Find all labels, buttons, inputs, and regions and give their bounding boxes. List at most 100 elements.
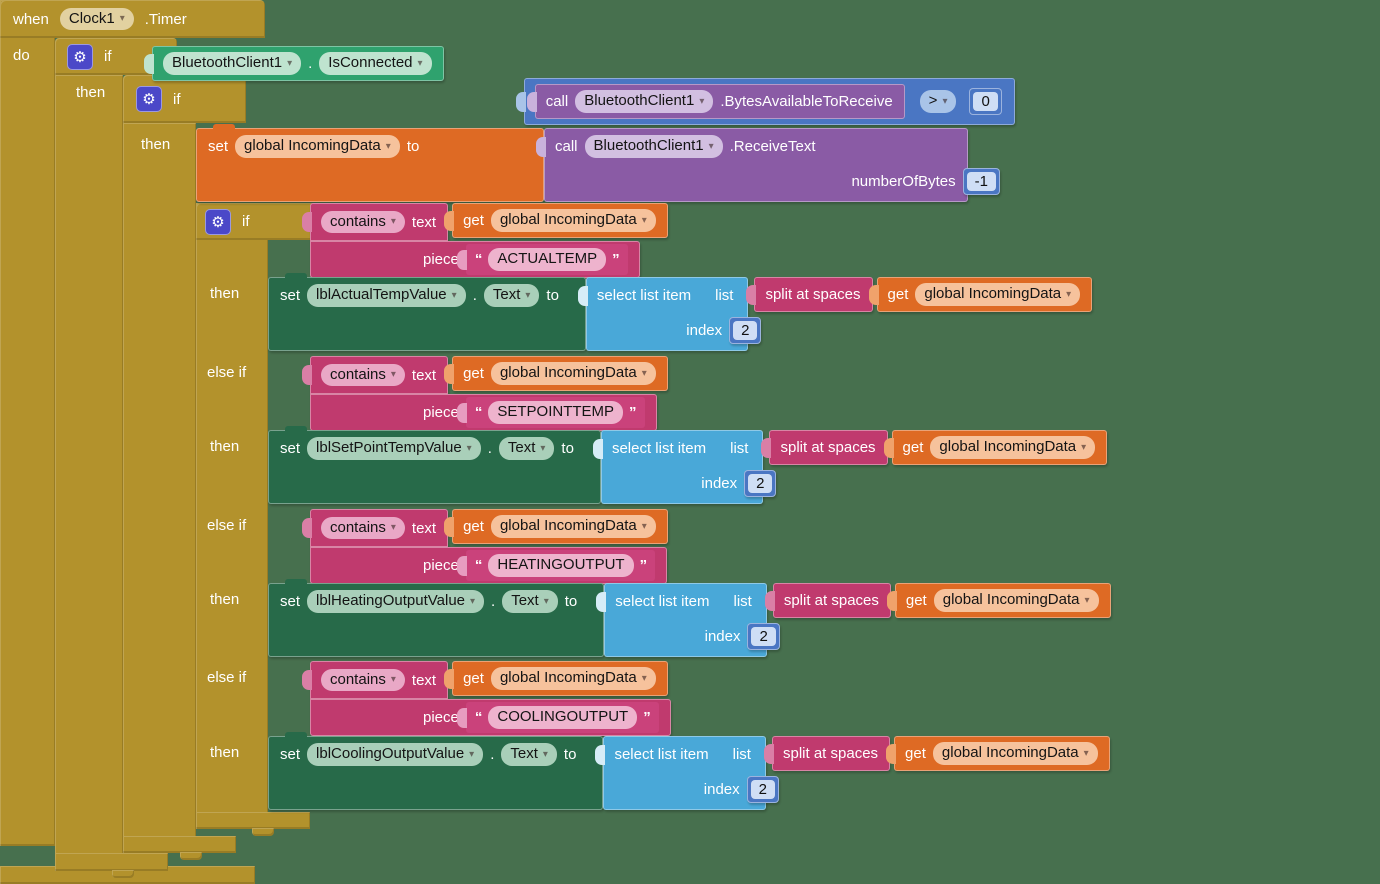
index-number-block[interactable]: 2 — [729, 317, 762, 344]
select-list-item-block[interactable]: select list item list index 2 — [577, 277, 762, 351]
string-value[interactable]: ACTUALTEMP — [488, 248, 607, 271]
contains-dropdown[interactable]: contains — [330, 212, 386, 230]
piece-row[interactable]: piece “ COOLINGOUTPUT ” — [310, 699, 671, 736]
select-list-item-block[interactable]: select list item list index 2 — [592, 430, 777, 504]
text-property-dropdown[interactable]: Text — [507, 439, 536, 457]
open-quote: “ — [474, 557, 483, 574]
global-variable-dropdown[interactable]: global IncomingData — [499, 211, 637, 229]
component-dropdown[interactable]: lblHeatingOutputValue — [316, 592, 466, 610]
bluetooth-component-dropdown[interactable]: BluetoothClient1 — [584, 92, 695, 110]
then-label: then — [76, 84, 106, 101]
contains-block[interactable]: contains▾ text get global IncomingData▾ … — [302, 661, 671, 736]
global-variable-dropdown[interactable]: global IncomingData — [244, 137, 381, 155]
when-clock-timer-block[interactable]: when Clock1 ▾ .Timer — [0, 0, 265, 38]
isconnected-block[interactable]: BluetoothClient1 ▾ . IsConnected ▾ — [144, 46, 444, 81]
split-at-spaces-block[interactable]: split at spaces — [763, 736, 891, 771]
get-incomingdata-block[interactable]: get global IncomingData▾ — [444, 509, 668, 544]
get-incomingdata-block[interactable]: get global IncomingData▾ — [868, 277, 1093, 312]
set-component-text-block[interactable]: set lblCoolingOutputValue▾ . Text▾ to — [268, 732, 604, 810]
text-string-block[interactable]: “ ACTUALTEMP ” — [456, 244, 628, 275]
contains-dropdown[interactable]: contains — [330, 518, 386, 536]
number-value[interactable]: 2 — [750, 780, 775, 799]
number-zero-block[interactable]: 0 — [969, 88, 1002, 115]
isconnected-property-dropdown[interactable]: IsConnected — [328, 54, 413, 72]
set-component-text-block[interactable]: set lblHeatingOutputValue▾ . Text▾ to — [268, 579, 605, 657]
clock-component-dropdown[interactable]: Clock1 — [68, 9, 115, 27]
select-list-item-block[interactable]: select list item list index 2 — [595, 736, 779, 810]
contains-block[interactable]: contains▾ text get global IncomingData▾ … — [302, 356, 668, 431]
index-number-block[interactable]: 2 — [747, 623, 780, 650]
set-global-incomingdata-block[interactable]: set global IncomingData ▾ to — [196, 124, 544, 202]
piece-row[interactable]: piece “ ACTUALTEMP ” — [310, 241, 640, 278]
if2-header[interactable]: ⚙ if — [123, 75, 246, 123]
global-variable-dropdown[interactable]: global IncomingData — [499, 669, 637, 687]
contains-op-block[interactable]: contains▾ text — [302, 661, 449, 699]
number-value[interactable]: 0 — [973, 92, 998, 111]
contains-dropdown[interactable]: contains — [330, 365, 386, 383]
contains-block[interactable]: contains▾ text get global IncomingData▾ … — [302, 509, 668, 584]
global-variable-dropdown[interactable]: global IncomingData — [939, 438, 1077, 456]
plug-connector — [883, 437, 894, 458]
index-number-block[interactable]: 2 — [744, 470, 777, 497]
component-dropdown[interactable]: lblActualTempValue — [316, 286, 447, 304]
gear-icon[interactable]: ⚙ — [67, 43, 93, 70]
greater-than-block[interactable]: call BluetoothClient1 ▾ .BytesAvailableT… — [515, 78, 1015, 125]
contains-dropdown[interactable]: contains — [330, 670, 386, 688]
get-incomingdata-block[interactable]: get global IncomingData▾ — [883, 430, 1108, 465]
global-variable-dropdown[interactable]: global IncomingData — [942, 591, 1080, 609]
number-value[interactable]: -1 — [966, 172, 996, 191]
call-bytesavailable-block[interactable]: call BluetoothClient1 ▾ .BytesAvailableT… — [526, 84, 905, 119]
bluetooth-component-dropdown[interactable]: BluetoothClient1 — [593, 137, 704, 155]
contains-op-block[interactable]: contains▾ text — [302, 203, 449, 241]
piece-socket-label: piece — [423, 557, 459, 574]
text-string-block[interactable]: “ COOLINGOUTPUT ” — [456, 702, 659, 733]
operator-dropdown[interactable]: > — [928, 92, 938, 110]
split-at-spaces-block[interactable]: split at spaces — [746, 277, 873, 312]
text-property-dropdown[interactable]: Text — [492, 286, 521, 304]
get-incomingdata-block[interactable]: get global IncomingData▾ — [886, 583, 1111, 618]
set-component-text-block[interactable]: set lblActualTempValue▾ . Text▾ to — [268, 273, 586, 351]
get-incomingdata-block[interactable]: get global IncomingData▾ — [886, 736, 1110, 771]
plug-connector — [526, 91, 537, 112]
text-property-dropdown[interactable]: Text — [510, 745, 538, 763]
global-variable-dropdown[interactable]: global IncomingData — [499, 364, 637, 382]
index-number-block[interactable]: 2 — [746, 776, 779, 803]
global-variable-dropdown[interactable]: global IncomingData — [499, 517, 637, 535]
chevron-down-icon: ▾ — [1084, 594, 1090, 606]
text-string-block[interactable]: “ SETPOINTTEMP ” — [456, 397, 645, 428]
if3-header[interactable]: ⚙ if — [196, 203, 323, 240]
contains-op-block[interactable]: contains▾ text — [302, 509, 449, 547]
split-at-spaces-block[interactable]: split at spaces — [761, 430, 888, 465]
bluetooth-component-dropdown[interactable]: BluetoothClient1 — [172, 54, 283, 72]
call-receivetext-block[interactable]: call BluetoothClient1 ▾ .ReceiveText num… — [536, 128, 1000, 202]
gear-icon[interactable]: ⚙ — [205, 208, 231, 235]
number-minus-one-block[interactable]: -1 — [962, 168, 1000, 195]
piece-row[interactable]: piece “ HEATINGOUTPUT ” — [310, 547, 668, 584]
get-incomingdata-block[interactable]: get global IncomingData▾ — [444, 203, 668, 238]
string-value[interactable]: HEATINGOUTPUT — [488, 554, 634, 577]
get-incomingdata-block[interactable]: get global IncomingData▾ — [444, 661, 668, 696]
number-value[interactable]: 2 — [733, 321, 758, 340]
number-value[interactable]: 2 — [751, 627, 776, 646]
string-value[interactable]: COOLINGOUTPUT — [488, 706, 638, 729]
global-variable-dropdown[interactable]: global IncomingData — [924, 285, 1062, 303]
contains-op-block[interactable]: contains▾ text — [302, 356, 449, 394]
split-at-spaces-block[interactable]: split at spaces — [764, 583, 891, 618]
number-value[interactable]: 2 — [748, 474, 773, 493]
string-value[interactable]: SETPOINTTEMP — [488, 401, 624, 424]
text-property-dropdown[interactable]: Text — [511, 592, 539, 610]
call-label: call — [545, 93, 569, 110]
global-variable-dropdown[interactable]: global IncomingData — [941, 744, 1079, 762]
select-list-item-block[interactable]: select list item list index 2 — [596, 583, 780, 657]
set-component-text-block[interactable]: set lblSetPointTempValue▾ . Text▾ to — [268, 426, 601, 504]
get-incomingdata-block[interactable]: get global IncomingData▾ — [444, 356, 668, 391]
contains-block[interactable]: contains▾ text get global IncomingData▾ … — [302, 203, 668, 278]
piece-row[interactable]: piece “ SETPOINTTEMP ” — [310, 394, 657, 431]
component-dropdown[interactable]: lblCoolingOutputValue — [316, 745, 465, 763]
gear-icon[interactable]: ⚙ — [136, 86, 162, 112]
chevron-down-icon: ▾ — [287, 57, 293, 69]
text-string-block[interactable]: “ HEATINGOUTPUT ” — [456, 550, 656, 581]
component-dropdown[interactable]: lblSetPointTempValue — [316, 439, 462, 457]
text-socket-label: text — [411, 519, 437, 537]
